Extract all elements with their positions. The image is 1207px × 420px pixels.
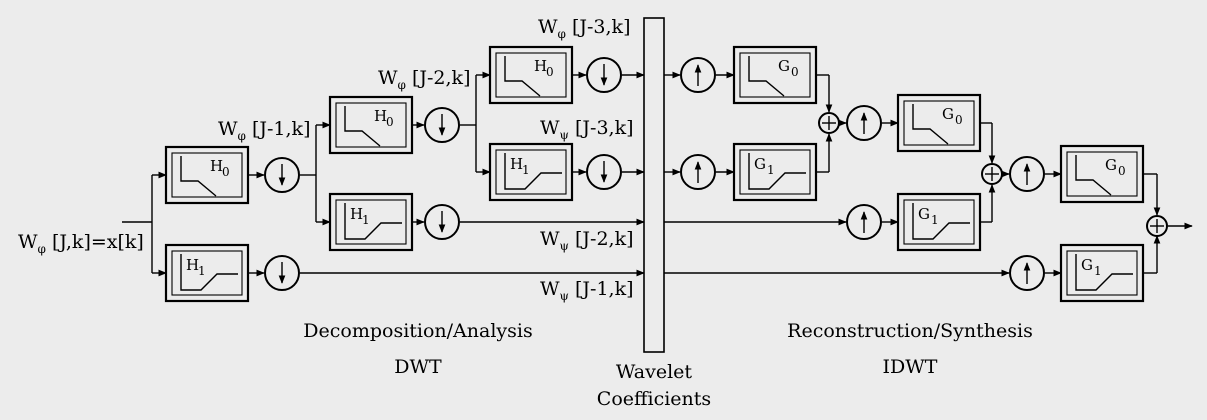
filter-subscript: 0	[955, 113, 963, 127]
upsampler-level2-approx	[846, 105, 882, 141]
filter-label: H	[374, 107, 387, 125]
filter-subscript: 0	[546, 65, 554, 79]
input-signal-label: Wφ [J,k]=x[k]	[18, 231, 144, 256]
filter-h1-level1: H 1	[164, 243, 250, 303]
upsampler-level1-approx	[1009, 156, 1045, 192]
detail-j1-label: Wψ [J-1,k]	[540, 278, 634, 303]
idwt-caption: IDWT	[883, 356, 938, 378]
wavelet-coefficients-bar	[643, 17, 665, 353]
filter-label: G	[1105, 156, 1117, 174]
filter-label: H	[210, 157, 223, 175]
filter-subscript: 1	[931, 213, 939, 227]
filter-subscript: 1	[767, 163, 775, 177]
filter-subscript: 1	[362, 213, 370, 227]
filter-label: H	[534, 57, 547, 75]
approx-j3-label: Wφ [J-3,k]	[538, 16, 630, 41]
filter-subscript: 1	[522, 163, 530, 177]
filter-h0-level2: H 0	[328, 95, 414, 155]
filter-g0-level2: G 0	[896, 93, 982, 153]
filter-subscript: 0	[386, 115, 394, 129]
filter-label: G	[754, 155, 766, 173]
filter-label: H	[510, 155, 523, 173]
filter-label: G	[918, 205, 930, 223]
downsampler-level1-approx	[264, 157, 300, 193]
filter-h0-level3: H 0	[488, 45, 574, 105]
filter-label: H	[186, 256, 199, 274]
detail-j3-label: Wψ [J-3,k]	[540, 117, 634, 142]
coefficients-caption-line1: Wavelet	[616, 361, 693, 383]
downsampler-level2-detail	[424, 204, 460, 240]
filter-subscript: 1	[1094, 264, 1102, 278]
filter-subscript: 0	[222, 165, 230, 179]
downsampler-level3-approx	[586, 57, 622, 93]
downsampler-level1-detail	[264, 255, 300, 291]
filter-label: G	[1081, 256, 1093, 274]
filter-h0-level1: H 0	[164, 145, 250, 205]
filter-h1-level2: H 1	[328, 192, 414, 252]
sum-junction-level3	[818, 112, 840, 134]
upsampler-level2-detail	[846, 204, 882, 240]
filter-g0-level3: G 0	[732, 45, 818, 105]
coefficients-caption-line2: Coefficients	[597, 388, 711, 410]
detail-j2-label: Wψ [J-2,k]	[540, 228, 634, 253]
analysis-caption: Decomposition/Analysis	[303, 320, 532, 342]
filter-g1-level3: G 1	[732, 142, 818, 202]
dwt-caption: DWT	[394, 356, 442, 378]
filter-g1-level1: G 1	[1059, 243, 1145, 303]
upsampler-level3-detail	[680, 154, 716, 190]
filter-subscript: 0	[1118, 164, 1126, 178]
filter-label: G	[942, 105, 954, 123]
filter-g1-level2: G 1	[896, 192, 982, 252]
synthesis-caption: Reconstruction/Synthesis	[787, 320, 1033, 342]
sum-junction-level2	[981, 163, 1003, 185]
filter-subscript: 0	[791, 65, 799, 79]
filter-g0-level1: G 0	[1059, 144, 1145, 204]
filter-label: H	[350, 205, 363, 223]
downsampler-level3-detail	[586, 154, 622, 190]
upsampler-level3-approx	[680, 57, 716, 93]
filter-label: G	[778, 57, 790, 75]
upsampler-level1-detail	[1009, 255, 1045, 291]
filter-h1-level3: H 1	[488, 142, 574, 202]
downsampler-level2-approx	[424, 107, 460, 143]
approx-j2-label: Wφ [J-2,k]	[378, 67, 470, 92]
approx-j1-label: Wφ [J-1,k]	[218, 118, 310, 143]
signal-wires	[122, 71, 1193, 277]
filter-subscript: 1	[198, 264, 206, 278]
sum-junction-level1	[1146, 215, 1168, 237]
